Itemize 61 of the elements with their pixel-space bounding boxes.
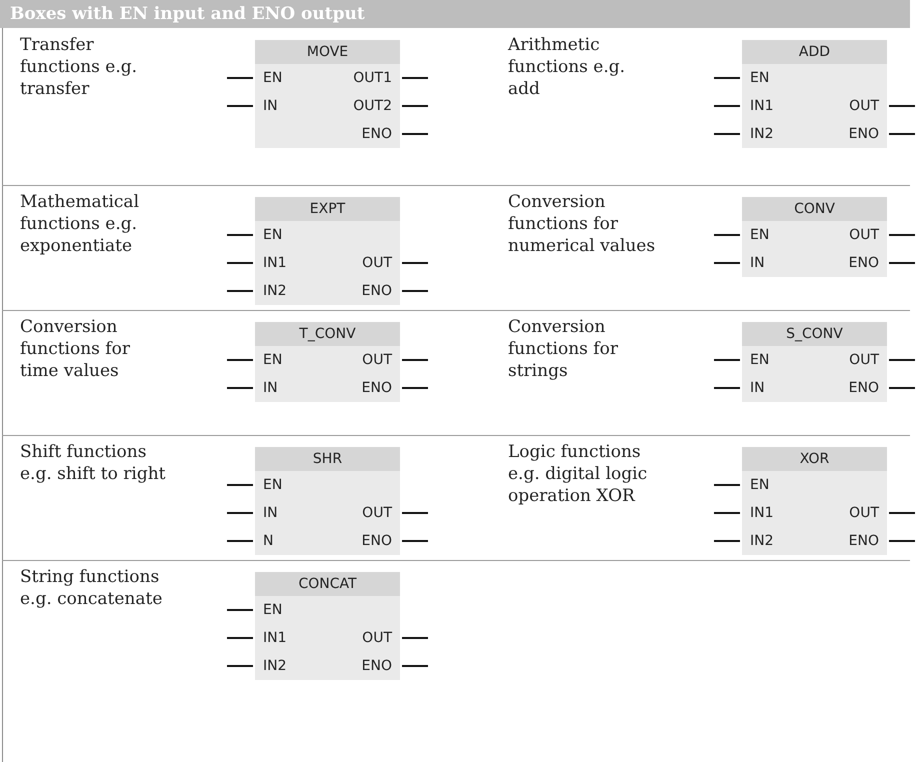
pin-label: ENO [362,283,392,299]
function-description: Transfer functions e.g. transfer [20,34,138,100]
pin-label: ENO [848,126,879,142]
block-name: S_CONV [742,322,887,346]
pin-label: EN [263,352,282,368]
pin-label: ENO [848,255,879,271]
pin-label: EN [750,477,770,493]
block-name: CONCAT [255,572,400,596]
pin-label: ENO [362,380,392,396]
pin-label: IN [263,505,278,521]
block-name: EXPT [255,197,400,221]
pin-label: ENO [362,126,392,142]
pin-label: N [263,533,274,549]
pin-label: EN [750,227,770,243]
block-name: SHR [255,447,400,471]
pin-label: OUT [362,630,392,646]
function-description: Conversion functions for strings [508,316,619,382]
pin-label: IN1 [750,505,774,521]
pin-label: OUT [849,352,879,368]
block-name: ADD [742,40,887,64]
block-name: CONV [742,197,887,221]
pin-label: ENO [362,658,392,674]
pin-label: IN1 [750,98,774,114]
pin-label: IN2 [750,533,774,549]
pin-label: OUT2 [353,98,392,114]
pin-label: OUT [849,98,879,114]
pin-label: IN1 [263,255,287,271]
block-name: MOVE [255,40,400,64]
pin-label: IN [750,380,765,396]
pin-label: IN [263,380,278,396]
pin-label: EN [750,352,770,368]
function-description: Shift functions e.g. shift to right [20,441,166,485]
function-description: Arithmetic functions e.g. add [508,34,626,100]
function-description: Conversion functions for time values [20,316,131,382]
block-name: T_CONV [255,322,400,346]
pin-label: EN [263,70,282,86]
pin-label: OUT [362,352,392,368]
pin-label: IN1 [263,630,287,646]
pin-label: IN2 [263,658,287,674]
pin-label: OUT [362,255,392,271]
function-description: Conversion functions for numerical values [508,191,656,257]
pin-label: ENO [848,533,879,549]
table-heading: Boxes with EN input and ENO output [0,0,910,28]
pin-label: ENO [848,380,879,396]
pin-label: OUT [849,227,879,243]
function-description: Logic functions e.g. digital logic operation XOR [508,441,648,507]
pin-label: EN [263,227,282,243]
pin-label: IN [263,98,278,114]
pin-label: ENO [362,533,392,549]
pin-label: EN [263,602,282,618]
pin-label: EN [263,477,282,493]
function-description: Mathematical functions e.g. exponentiate [20,191,140,257]
function-description: String functions e.g. concatenate [20,566,164,610]
block-name: XOR [742,447,887,471]
pin-label: IN2 [750,126,774,142]
pin-label: IN2 [263,283,287,299]
pin-label: OUT [849,505,879,521]
pin-label: OUT1 [353,70,392,86]
pin-label: IN [750,255,765,271]
pin-label: OUT [362,505,392,521]
pin-label: EN [750,70,770,86]
